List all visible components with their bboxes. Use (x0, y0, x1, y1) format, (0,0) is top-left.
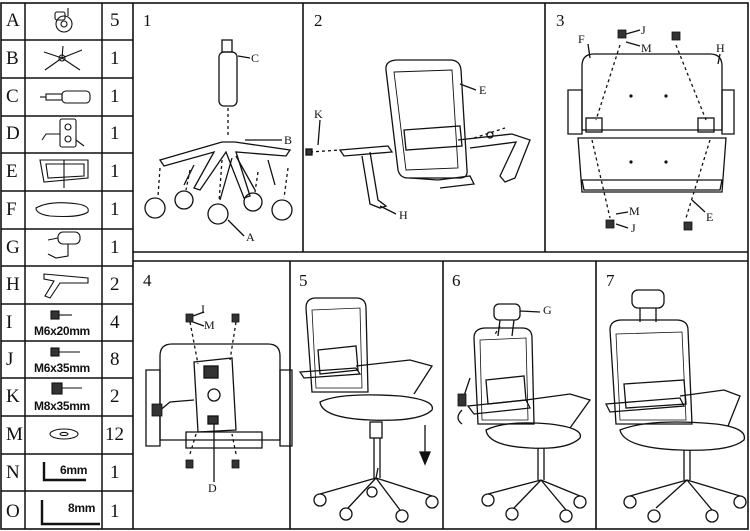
callout-label: E (706, 210, 714, 224)
callout-label: B (284, 133, 293, 147)
part-qty: 4 (110, 312, 120, 333)
part-letter: B (6, 48, 19, 69)
part-letter: K (6, 386, 20, 407)
armrest-icon (43, 273, 89, 299)
step-7-illustration (604, 289, 747, 523)
part-qty: 1 (110, 462, 120, 483)
step-number: 1 (143, 11, 152, 30)
part-qty: 2 (110, 274, 120, 295)
part-qty: 5 (110, 10, 120, 31)
step-number: 7 (606, 271, 615, 290)
part-letter: D (6, 123, 20, 144)
part-letter: J (6, 349, 14, 370)
callout-label: M (204, 318, 215, 332)
part-qty: 1 (110, 123, 120, 144)
step-3-illustration (567, 29, 735, 231)
step-number: 6 (452, 271, 461, 290)
callout-label: H (399, 208, 408, 222)
part-size-label: M6x20mm (34, 324, 90, 338)
callout-label: H (716, 41, 725, 55)
step-6-illustration (457, 303, 592, 523)
part-letter: G (6, 237, 20, 258)
step-2-illustration (305, 59, 531, 215)
part-qty: 1 (110, 501, 120, 522)
step-5-illustration (298, 297, 439, 523)
washer-icon (49, 428, 79, 440)
part-letter: C (6, 86, 19, 107)
step-1-illustration (144, 39, 293, 237)
part-qty: 1 (110, 86, 120, 107)
callout-label: A (246, 230, 255, 244)
part-letter: A (6, 10, 20, 31)
step-number: 3 (556, 11, 565, 30)
part-qty: 1 (110, 48, 120, 69)
callout-label: M (629, 204, 640, 218)
part-letter: O (6, 501, 20, 522)
star-base-icon (43, 45, 83, 71)
callout-label: G (543, 303, 552, 317)
callout-label: J (631, 221, 636, 235)
seat-mechanism-icon (41, 118, 85, 148)
part-qty: 1 (110, 199, 120, 220)
callout-label: M (641, 41, 652, 55)
caster-icon (54, 8, 73, 33)
step-4-illustration (145, 311, 293, 482)
callout-label: E (479, 83, 487, 97)
hex-key-icon (40, 462, 100, 526)
part-letter: I (6, 312, 13, 333)
step-number: 4 (143, 271, 152, 290)
parts-table (1, 3, 133, 529)
part-size-label: 8mm (68, 501, 96, 515)
part-letter: N (6, 462, 20, 483)
step-number: 5 (299, 271, 308, 290)
part-qty: 12 (105, 424, 124, 445)
bolt-icon (50, 310, 82, 395)
part-letter: M (6, 424, 23, 445)
part-size-label: 6mm (60, 463, 88, 477)
part-size-label: M8x35mm (34, 399, 90, 413)
part-qty: 1 (110, 237, 120, 258)
callout-label: K (314, 107, 323, 121)
part-size-label: M6x35mm (34, 361, 90, 375)
part-qty: 1 (110, 161, 120, 182)
backrest-icon (39, 159, 89, 188)
step-number: 2 (314, 11, 323, 30)
callout-label: F (578, 32, 585, 46)
callout-label: I (201, 302, 205, 316)
seat-cushion-icon (35, 202, 89, 218)
part-letter: F (6, 199, 17, 220)
part-qty: 8 (110, 349, 120, 370)
callout-label: J (641, 23, 646, 37)
part-qty: 2 (110, 386, 120, 407)
part-letter: H (6, 274, 20, 295)
callout-label: D (208, 481, 217, 495)
gas-cylinder-icon (40, 90, 91, 104)
callout-label: C (251, 51, 260, 65)
headrest-icon (47, 231, 81, 259)
part-letter: E (6, 161, 18, 182)
